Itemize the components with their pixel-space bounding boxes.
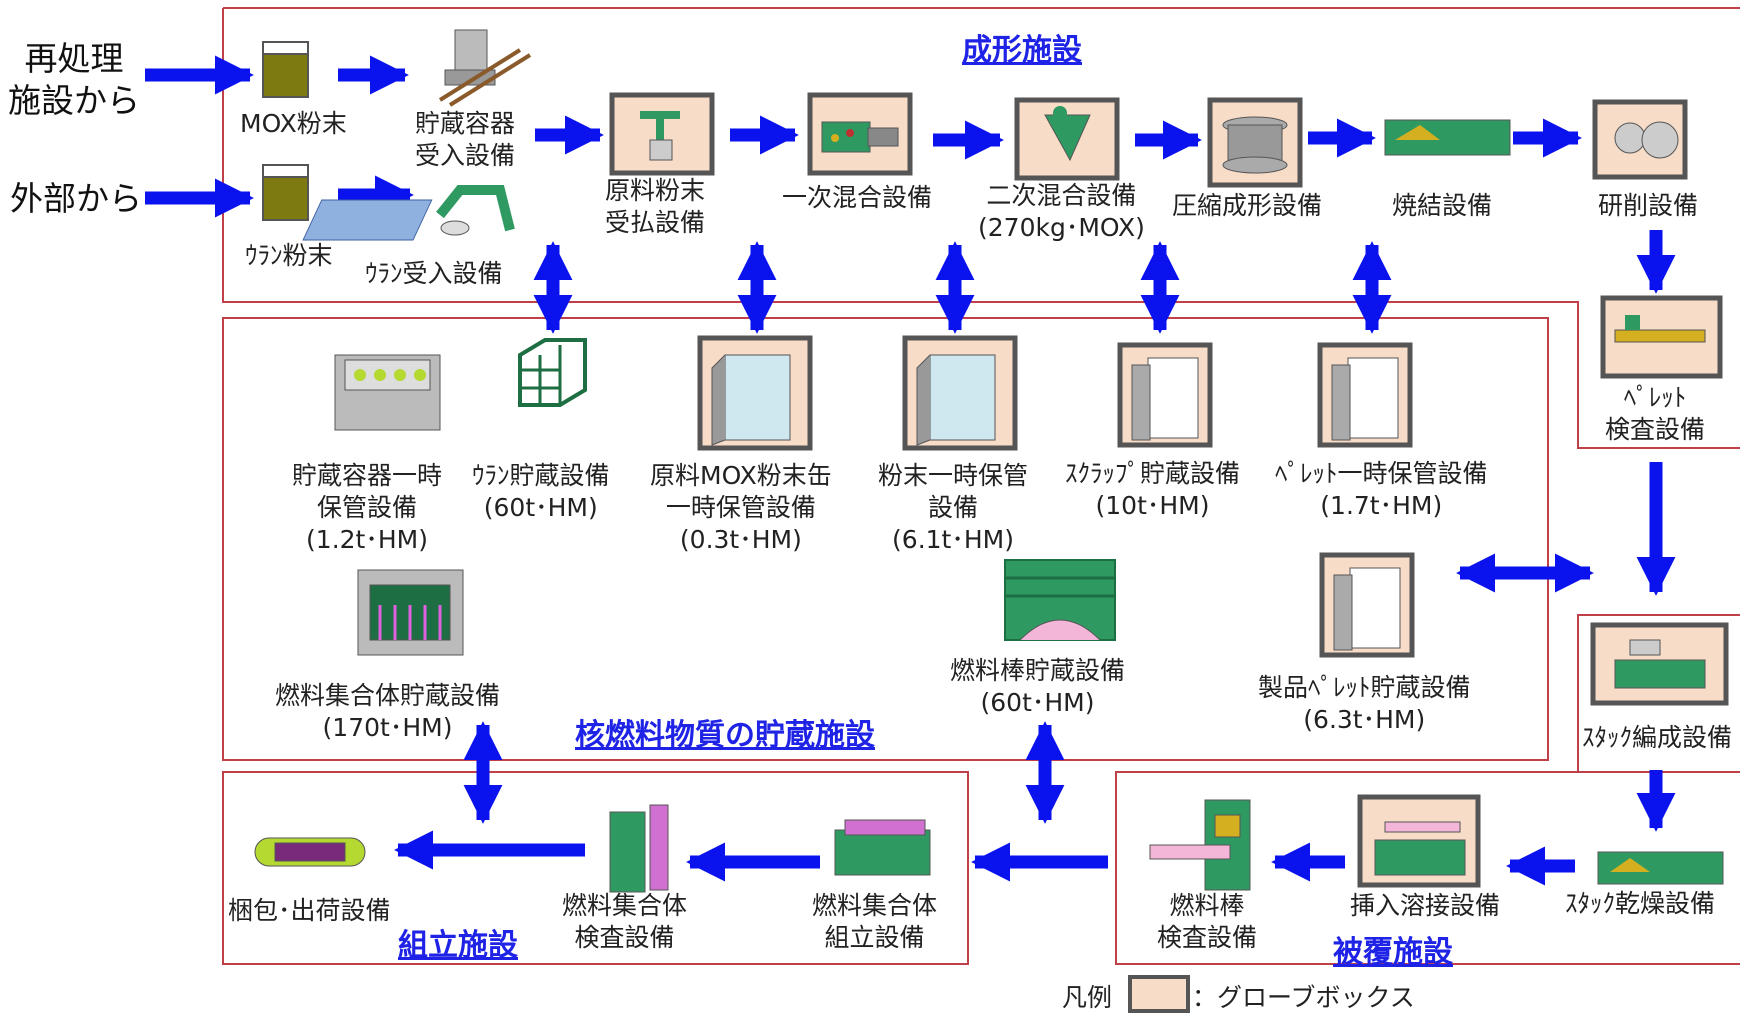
section-title-forming: 成形施設 (962, 33, 1082, 68)
label-rod-inspection: 燃料棒 検査設備 (1157, 891, 1258, 952)
section-title-storage: 核燃料物質の貯蔵施設 (575, 718, 875, 753)
label-insertion-welding: 挿入溶接設備 (1350, 891, 1501, 920)
uranium-storage-icon (518, 338, 587, 407)
assembly-frame (222, 771, 969, 965)
sintering-icon (1384, 119, 1511, 156)
assembly-storage-icon (357, 569, 464, 656)
powder-temp-glovebox-icon (902, 335, 1018, 451)
label-mox-can-temp: 原料MOX粉末缶 一時保管設備 (0.3t･HM) (650, 461, 832, 554)
source-reprocessing: 再処理 施設から (8, 39, 140, 120)
primary-mixing-glovebox-icon (807, 92, 913, 176)
label-primary-mixing: 一次混合設備 (782, 183, 933, 212)
pellet-inspection-glovebox-icon (1600, 295, 1723, 379)
label-mox-powder: MOX粉末 (240, 109, 347, 138)
stack-forming-glovebox-icon (1590, 622, 1729, 706)
assembly-inspection-icon (609, 804, 669, 893)
label-pellet-inspection: ﾍﾟﾚｯﾄ 検査設備 (1605, 383, 1706, 444)
label-stack-forming: ｽﾀｯｸ編成設備 (1582, 723, 1733, 752)
label-uranium-powder: ｳﾗﾝ粉末 (245, 241, 333, 270)
grinding-glovebox-icon (1592, 99, 1688, 180)
rod-storage-icon (1004, 559, 1116, 641)
section-title-cladding: 被覆施設 (1333, 935, 1453, 970)
label-uranium-receiving: ｳﾗﾝ受入設備 (365, 259, 503, 288)
storage-frame (222, 317, 1549, 761)
container-temp-storage-icon (334, 354, 441, 431)
label-uranium-storage: ｳﾗﾝ貯蔵設備 (60t･HM) (472, 461, 610, 522)
rod-inspection-icon (1149, 799, 1251, 891)
uranium-powder-icon (262, 164, 309, 221)
section-title-assembly: 組立施設 (398, 928, 518, 963)
stack-frame (1577, 614, 1740, 772)
secondary-mixing-glovebox-icon (1014, 97, 1120, 181)
label-secondary-mixing: 二次混合設備 (270kg･MOX) (978, 181, 1145, 242)
raw-powder-glovebox-icon (609, 92, 715, 176)
label-rod-storage: 燃料棒貯蔵設備 (60t･HM) (950, 656, 1126, 717)
flow-arrows (145, 55, 1676, 886)
packing-icon (254, 837, 366, 867)
legend-glovebox-swatch (1128, 975, 1190, 1013)
label-pellet-temp: ﾍﾟﾚｯﾄ一時保管設備 (1.7t･HM) (1275, 459, 1488, 520)
label-assembly-build: 燃料集合体 組立設備 (812, 891, 938, 952)
label-sintering: 焼結設備 (1392, 191, 1493, 220)
uranium-receiving-icon (302, 185, 515, 241)
label-powder-temp: 粉末一時保管 設備 (6.1t･HM) (878, 461, 1029, 554)
legend-title: 凡例 (1062, 983, 1113, 1012)
label-stack-drying: ｽﾀｯｸ乾燥設備 (1565, 889, 1716, 918)
source-external: 外部から (10, 179, 142, 218)
label-scrap-storage: ｽｸﾗｯﾌﾟ貯蔵設備 (10t･HM) (1065, 459, 1241, 520)
label-raw-powder: 原料粉末 受払設備 (605, 176, 706, 237)
label-container-receiving: 貯蔵容器 受入設備 (415, 109, 516, 170)
label-container-temp: 貯蔵容器一時 保管設備 (1.2t･HM) (292, 461, 443, 554)
label-grinding: 研削設備 (1598, 191, 1699, 220)
insertion-welding-glovebox-icon (1357, 794, 1481, 888)
compression-glovebox-icon (1207, 97, 1303, 188)
scrap-storage-glovebox-icon (1117, 342, 1213, 448)
label-assembly-storage: 燃料集合体貯蔵設備 (170t･HM) (275, 681, 501, 742)
mox-powder-icon (262, 41, 309, 98)
label-packing-shipping: 梱包･出荷設備 (228, 896, 391, 925)
label-compression: 圧縮成形設備 (1172, 191, 1323, 220)
stack-drying-icon (1597, 851, 1724, 885)
mox-can-temp-glovebox-icon (697, 335, 813, 451)
assembly-build-icon (834, 819, 931, 876)
pellet-temp-glovebox-icon (1317, 342, 1413, 448)
label-product-pellet-storage: 製品ﾍﾟﾚｯﾄ貯蔵設備 (6.3t･HM) (1258, 673, 1471, 734)
container-receiving-icon (438, 29, 532, 107)
cladding-frame (1115, 771, 1740, 965)
product-pellet-storage-glovebox-icon (1319, 552, 1415, 658)
legend-glovebox-text: ：グローブボックス (1192, 983, 1415, 1012)
label-assembly-inspection: 燃料集合体 検査設備 (562, 891, 688, 952)
